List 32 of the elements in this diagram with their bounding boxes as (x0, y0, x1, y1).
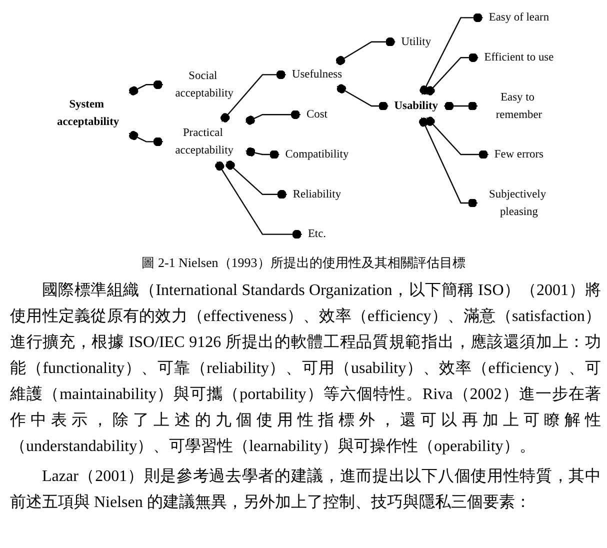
connector-line (128, 80, 163, 96)
term-label: System acceptability (57, 98, 120, 128)
term-label: Easy of learn (488, 11, 550, 24)
connector-line (246, 147, 280, 160)
connector-line (226, 160, 287, 200)
term-label: Efficient to use (484, 51, 554, 64)
term-label: Usability (394, 100, 438, 112)
connector-line (220, 70, 286, 122)
connector-line (336, 37, 396, 66)
connector-line (426, 52, 478, 96)
term-label: Cost (306, 108, 328, 120)
term-label: Reliability (292, 188, 342, 200)
connector-line (420, 13, 483, 95)
term-label: Etc. (308, 228, 326, 240)
body-paragraph: Lazar（2001）則是參考過去學者的建議，進而提出以下八個使用性特質，其中前述五項與 Nielsen 的建議無異，另外加上了控制、技巧與隱私三個要素： (10, 466, 601, 513)
connector-line (128, 130, 163, 146)
term-label: Subjectively pleasing (489, 188, 546, 218)
body-paragraph: 國際標準組織（International Standards Organization，以下簡稱 ISO）（2001）將使用性定義從原有的效力（effectiveness）、效率（efficiency）、滿意（satisfaction）進行擴充，根據 ISO/IEC 9126 所提出的軟體工程品質規範指出，應該還須加上：功能（functionality）、可靠（reliability）、可用（usability）、效率（efficiency）、可維護（maintainability）與可攜（portability）等六個特性。Riva（2002）進一步在著作中表示，除了上述的九個使用性指標外，還可以再加上可瞭解性（understandability）、可學習性（learnability）與可操作性（operability）。 (10, 280, 601, 457)
term-label: Social acceptability (175, 70, 234, 100)
term-label: Few errors (494, 148, 544, 160)
term-label: Practical acceptability (175, 126, 234, 156)
figure-caption: 圖 2-1 Nielsen（1993）所提出的使用性及其相關評估目標 (140, 254, 466, 272)
connector-line (426, 116, 488, 160)
term-label: Compatibility (285, 148, 349, 160)
connector-line (418, 117, 478, 208)
connector-line (215, 161, 302, 239)
connector-line (444, 101, 478, 111)
term-label: Usefulness (292, 68, 342, 81)
term-label: Easy to remember (496, 91, 542, 120)
term-label: Utility (401, 36, 432, 48)
connector-line (336, 84, 388, 111)
connector-line (246, 110, 300, 125)
